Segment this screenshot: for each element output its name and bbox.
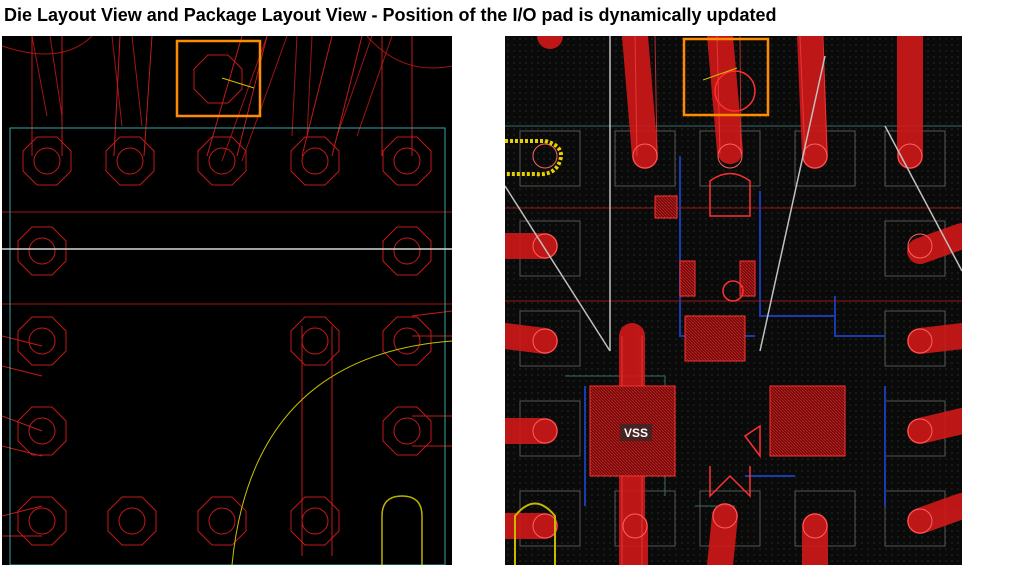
package-layout-view[interactable]: VSS bbox=[505, 36, 962, 565]
die-layout-view[interactable] bbox=[2, 36, 452, 565]
page-title: Die Layout View and Package Layout View … bbox=[4, 5, 777, 25]
bond-wire bbox=[505, 139, 563, 177]
die-pad-row-top bbox=[22, 136, 432, 186]
die-io-pad-highlight[interactable] bbox=[175, 39, 262, 118]
die-boundary bbox=[9, 127, 446, 565]
package-io-pad-highlight[interactable] bbox=[682, 37, 770, 117]
net-label-vss: VSS bbox=[624, 426, 648, 440]
